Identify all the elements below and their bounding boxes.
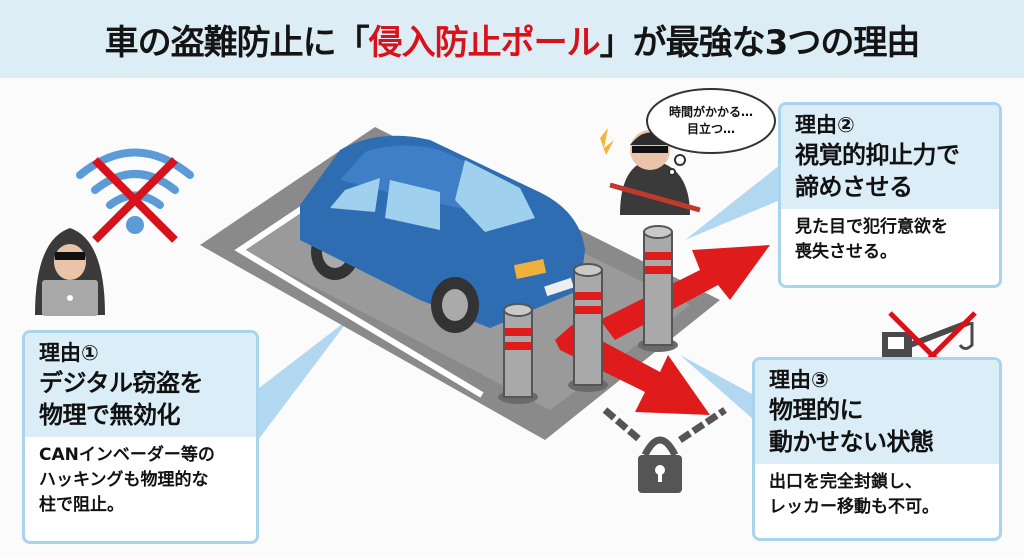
hacker-laptop-icon xyxy=(35,228,105,316)
title-prefix: 車の盗難防止に「 xyxy=(104,22,370,63)
reason-number: 理由② xyxy=(795,113,855,137)
reason-card-2: 理由② 視覚的抑止力で 諦めさせる 見た目で犯行意欲を 喪失させる。 xyxy=(778,102,1002,288)
wifi-crossed-icon xyxy=(76,148,194,243)
header-band: 車の盗難防止に「侵入防止ポール」が最強な3つの理由 xyxy=(0,0,1024,78)
reason-body-line: CANインベーダー等の xyxy=(39,445,215,465)
reason-body-line: レッカー移動も不可。 xyxy=(769,497,939,517)
reason-card-header: 理由① デジタル窃盗を 物理で無効化 xyxy=(25,333,256,437)
callout-pointer-3 xyxy=(680,355,754,420)
reason-body-line: 柱で阻止。 xyxy=(39,495,124,515)
reason-title-line: デジタル窃盗を xyxy=(39,369,204,397)
thought-line-2: 目立つ… xyxy=(686,122,735,136)
callout-pointer-2 xyxy=(685,165,780,240)
title-accent: 侵入防止ポール xyxy=(368,22,601,63)
red-arrow-up-right xyxy=(600,245,770,340)
thought-bubble xyxy=(646,88,776,176)
reason-card-1: 理由① デジタル窃盗を 物理で無効化 CANインベーダー等の ハッキングも物理的… xyxy=(22,330,259,544)
reason-body-line: 見た目で犯行意欲を xyxy=(795,217,948,237)
padlock-chain-icon xyxy=(602,407,727,493)
reason-body-line: ハッキングも物理的な xyxy=(39,470,209,490)
thief-thought-text: 時間がかかる… 目立つ… xyxy=(650,92,772,150)
callout-pointer-1 xyxy=(250,318,350,440)
reason-number: 理由① xyxy=(39,341,99,365)
page-title: 車の盗難防止に「侵入防止ポール」が最強な3つの理由 xyxy=(104,15,921,64)
reason-title-line: 動かせない状態 xyxy=(769,428,934,456)
bollard-icon xyxy=(638,225,678,352)
bollard-icon xyxy=(568,263,608,392)
reason-title-line: 諦めさせる xyxy=(795,173,913,201)
reason-title-line: 物理で無効化 xyxy=(39,401,181,429)
reason-card-header: 理由③ 物理的に 動かせない状態 xyxy=(755,360,999,464)
thought-line-1: 時間がかかる… xyxy=(668,105,753,119)
car-icon xyxy=(300,135,585,333)
reason-card-body: 見た目で犯行意欲を 喪失させる。 xyxy=(781,209,999,273)
title-suffix: 」が最強な3つの理由 xyxy=(599,22,921,63)
illustration-scene: 時間がかかる… 目立つ… xyxy=(0,78,1024,559)
reason-card-3: 理由③ 物理的に 動かせない状態 出口を完全封鎖し、 レッカー移動も不可。 xyxy=(752,357,1002,541)
reason-body-line: 出口を完全封鎖し、 xyxy=(769,472,922,492)
reason-number: 理由③ xyxy=(769,368,829,392)
reason-title-line: 物理的に xyxy=(769,396,864,424)
reason-card-body: 出口を完全封鎖し、 レッカー移動も不可。 xyxy=(755,464,999,528)
reason-card-header: 理由② 視覚的抑止力で 諦めさせる xyxy=(781,105,999,209)
reason-title-line: 視覚的抑止力で xyxy=(795,141,960,169)
bollard-icon xyxy=(498,303,538,404)
reason-body-line: 喪失させる。 xyxy=(795,242,897,262)
reason-card-body: CANインベーダー等の ハッキングも物理的な 柱で阻止。 xyxy=(25,437,256,526)
